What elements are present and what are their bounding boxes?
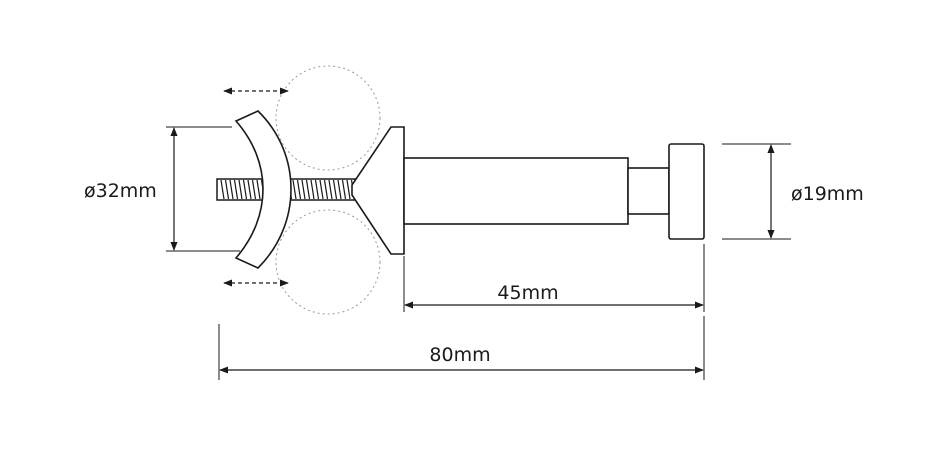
conical-head (351, 126, 405, 255)
curved-clamp-plate (234, 110, 292, 269)
dimension-diameter-left: ø32mm (84, 126, 240, 252)
dimension-length-80: 80mm (218, 316, 705, 380)
dimension-label-32mm: ø32mm (84, 180, 157, 202)
rotation-circle-bottom (275, 209, 381, 315)
end-cap (668, 143, 705, 240)
rotation-circle-top (275, 65, 381, 171)
main-shaft (403, 157, 629, 225)
dimension-length-45: 45mm (403, 244, 705, 312)
dimension-label-80mm: 80mm (429, 344, 490, 366)
dimension-label-19mm: ø19mm (791, 183, 864, 205)
dimension-diameter-right: ø19mm (722, 143, 864, 240)
neck (627, 167, 670, 215)
dimension-label-45mm: 45mm (497, 282, 558, 304)
